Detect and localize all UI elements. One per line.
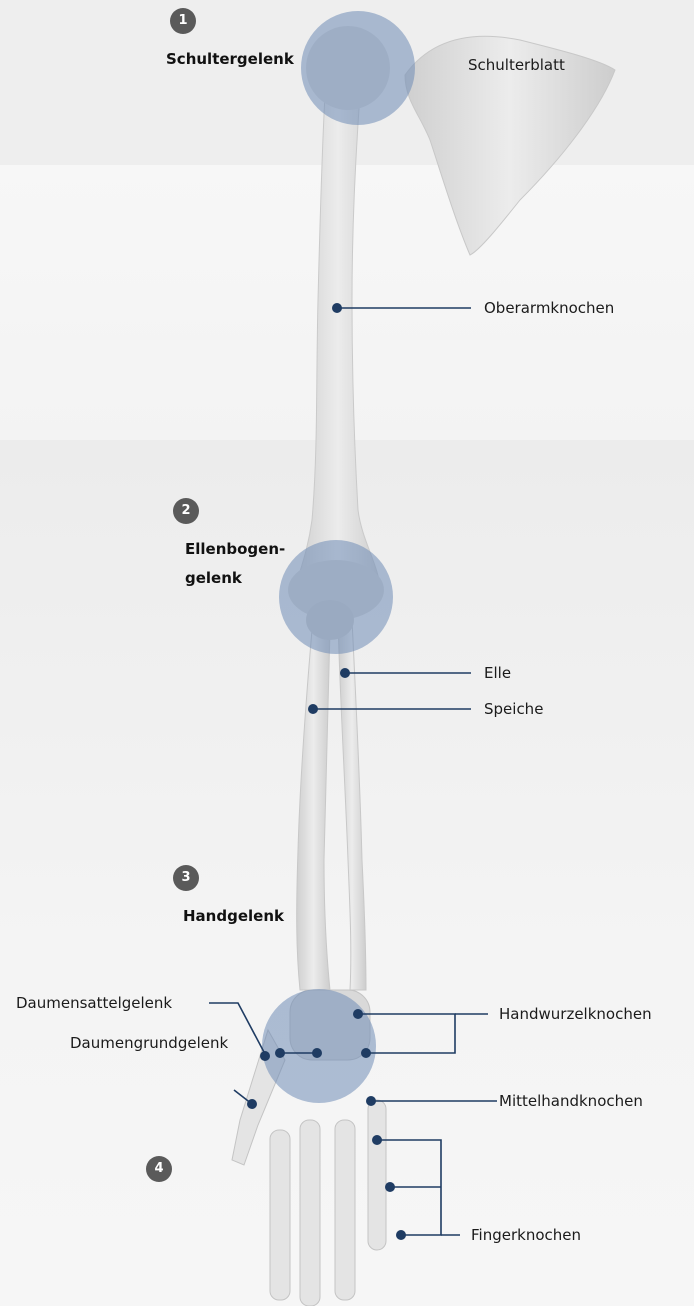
- label-radius: Speiche: [484, 700, 543, 718]
- joint-title-shoulder: Schultergelenk: [166, 45, 294, 74]
- marker-thumb-saddle: [260, 1051, 270, 1061]
- marker-carpal-1: [353, 1009, 363, 1019]
- label-carpal: Handwurzelknochen: [499, 1005, 652, 1023]
- joint-title-elbow-line2: gelenk: [185, 564, 242, 593]
- marker-metacarpal: [366, 1096, 376, 1106]
- joint-title-elbow-line1: Ellenbogen-: [185, 535, 285, 564]
- shoulder-joint-highlight: [301, 11, 415, 125]
- marker-carpal-4: [361, 1048, 371, 1058]
- marker-ulna: [340, 668, 350, 678]
- label-phalanges: Fingerknochen: [471, 1226, 581, 1244]
- radius-bone: [297, 630, 330, 990]
- elbow-joint-highlight: [279, 540, 393, 654]
- label-ulna: Elle: [484, 664, 511, 682]
- marker-humerus: [332, 303, 342, 313]
- joint-number-badge-4: 4: [146, 1156, 172, 1182]
- marker-phalanx-1: [372, 1135, 382, 1145]
- humerus-bone: [296, 95, 380, 585]
- marker-thumb-base: [247, 1099, 257, 1109]
- joint-number-badge-2: 2: [173, 498, 199, 524]
- marker-carpal-3: [312, 1048, 322, 1058]
- marker-carpal-2: [275, 1048, 285, 1058]
- joint-number-badge-1: 1: [170, 8, 196, 34]
- label-thumb-saddle-joint: Daumensattelgelenk: [16, 994, 172, 1012]
- marker-phalanx-2: [385, 1182, 395, 1192]
- joint-number-badge-3: 3: [173, 865, 199, 891]
- marker-phalanx-3: [396, 1230, 406, 1240]
- joint-title-wrist: Handgelenk: [183, 902, 284, 931]
- label-metacarpal: Mittelhandknochen: [499, 1092, 643, 1110]
- marker-radius: [308, 704, 318, 714]
- label-humerus: Oberarmknochen: [484, 299, 614, 317]
- label-shoulder-blade: Schulterblatt: [468, 56, 565, 74]
- wrist-joint-highlight: [262, 989, 376, 1103]
- label-thumb-base-joint: Daumengrundgelenk: [70, 1034, 228, 1052]
